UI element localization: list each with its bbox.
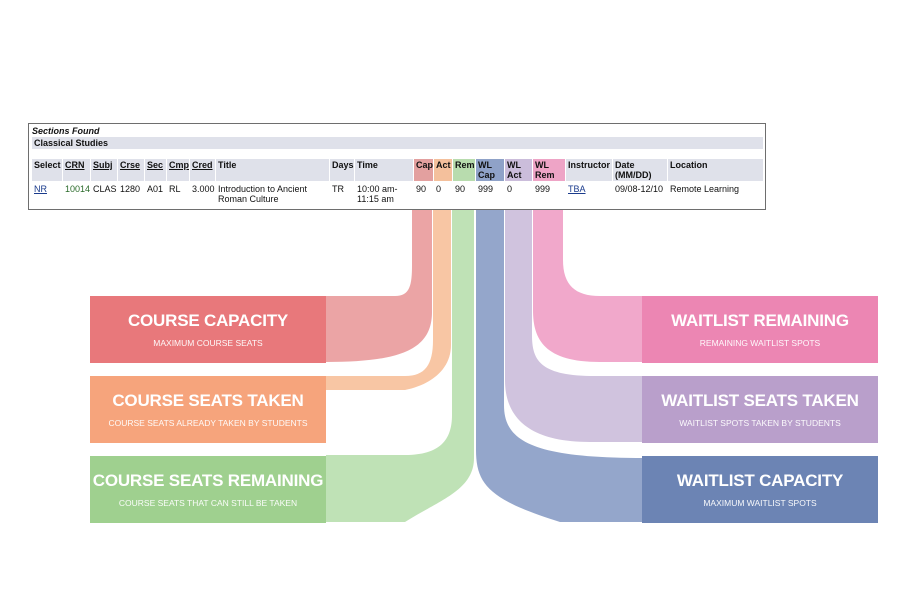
column-header-cred[interactable]: Cred: [190, 159, 215, 181]
legend-subtitle: COURSE SEATS ALREADY TAKEN BY STUDENTS: [108, 418, 308, 428]
cell-instructor[interactable]: TBA: [568, 184, 586, 194]
column-header-rem: Rem: [453, 159, 475, 181]
column-header-instructor: Instructor: [566, 159, 612, 181]
legend-subtitle: WAITLIST SPOTS TAKEN BY STUDENTS: [679, 418, 841, 428]
legend-course-capacity: COURSE CAPACITY MAXIMUM COURSE SEATS: [90, 296, 326, 363]
cell-cmp: RL: [169, 184, 181, 194]
legend-subtitle: MAXIMUM WAITLIST SPOTS: [703, 498, 817, 508]
column-header-subj[interactable]: Subj: [91, 159, 117, 181]
legend-subtitle: REMAINING WAITLIST SPOTS: [699, 338, 821, 348]
flow-waitlist-taken: [505, 158, 642, 442]
cell-crn: 10014: [65, 184, 91, 194]
column-header-crn[interactable]: CRN: [63, 159, 90, 181]
legend-title: COURSE CAPACITY: [127, 311, 289, 330]
legend-waitlist-capacity: WAITLIST CAPACITY MAXIMUM WAITLIST SPOTS: [642, 456, 878, 523]
legend-title: COURSE SEATS REMAINING: [92, 471, 324, 490]
cell-crse: 1280: [120, 184, 141, 194]
legend-title: COURSE SEATS TAKEN: [112, 391, 304, 410]
column-header-wl-rem: WL Rem: [533, 159, 565, 181]
legend-title: WAITLIST SEATS TAKEN: [661, 391, 859, 410]
column-header-wl-cap: WL Cap: [476, 159, 504, 181]
legend-waitlist-remaining: WAITLIST REMAINING REMAINING WAITLIST SP…: [642, 296, 878, 363]
column-header-wl-act: WL Act: [505, 159, 532, 181]
column-header-location: Location: [668, 159, 763, 181]
column-header-cap: Cap: [414, 159, 433, 181]
column-header-cmp[interactable]: Cmp: [167, 159, 189, 181]
legend-title: WAITLIST REMAINING: [671, 311, 849, 330]
cell-wl-act: 0: [507, 184, 513, 194]
legend-subtitle: COURSE SEATS THAT CAN STILL BE TAKEN: [118, 498, 298, 508]
cell-location: Remote Learning: [670, 184, 740, 194]
column-header-sec[interactable]: Sec: [145, 159, 166, 181]
subject-title: Classical Studies: [32, 137, 763, 149]
legend-course-seats-taken: COURSE SEATS TAKEN COURSE SEATS ALREADY …: [90, 376, 326, 443]
column-header-date: Date (MM/DD): [613, 159, 667, 181]
column-header-time: Time: [355, 159, 413, 181]
cell-sec: A01: [147, 184, 164, 194]
column-header-days: Days: [330, 159, 354, 181]
column-header-select: Select: [32, 159, 62, 181]
cell-date: 09/08-12/10: [615, 184, 664, 194]
cell-title: Introduction to Ancient Roman Culture: [218, 184, 308, 204]
column-header-title: Title: [216, 159, 329, 181]
legend-subtitle: MAXIMUM COURSE SEATS: [153, 338, 263, 348]
cell-subj: CLAS: [93, 184, 117, 194]
legend-title: WAITLIST CAPACITY: [676, 471, 844, 490]
cell-select[interactable]: NR: [34, 184, 47, 194]
cell-cred: 3.000: [192, 184, 215, 194]
cell-cap: 90: [416, 184, 427, 194]
cell-wl-rem: 999: [535, 184, 551, 194]
cell-rem: 90: [455, 184, 466, 194]
flow-course-capacity: [326, 158, 432, 362]
cell-time: 10:00 am- 11:15 am: [357, 184, 398, 204]
legend-waitlist-seats-taken: WAITLIST SEATS TAKEN WAITLIST SPOTS TAKE…: [642, 376, 878, 443]
column-header-act: Act: [434, 159, 452, 181]
cell-wl-cap: 999: [478, 184, 494, 194]
cell-act: 0: [436, 184, 442, 194]
column-header-crse[interactable]: Crse: [118, 159, 144, 181]
legend-course-seats-remaining: COURSE SEATS REMAINING COURSE SEATS THAT…: [90, 456, 326, 523]
sections-found-caption: Sections Found: [32, 126, 100, 136]
cell-days: TR: [332, 184, 344, 194]
